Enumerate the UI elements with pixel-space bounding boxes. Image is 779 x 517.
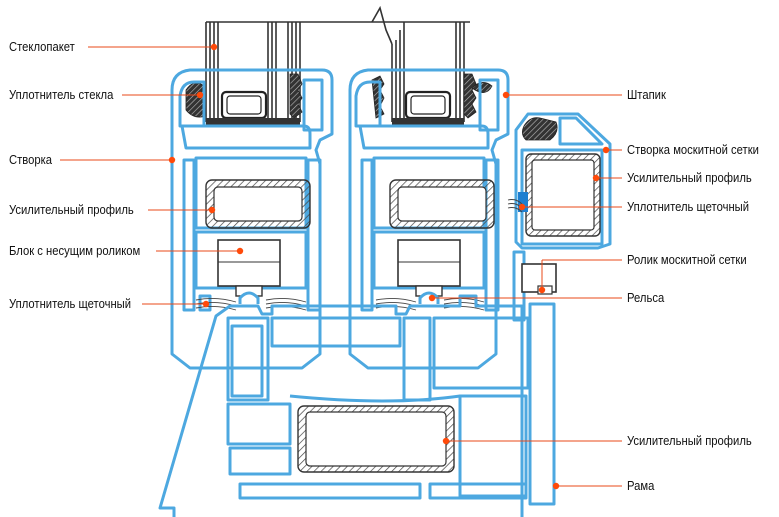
label-reinforcement-net: Усилительный профиль	[627, 171, 752, 185]
mosquito-net-seal	[522, 117, 558, 141]
frame	[158, 294, 556, 517]
label-frame: Рама	[627, 479, 655, 493]
label-shtapik: Штапик	[627, 88, 666, 102]
label-glass-seal: Уплотнитель стекла	[9, 88, 114, 102]
glass-seals	[185, 73, 493, 119]
brush-seal-net	[518, 192, 528, 212]
glass-unit-right	[371, 5, 470, 126]
leader-lines	[60, 46, 622, 487]
label-brush-seal-left: Уплотнитель щеточный	[9, 297, 132, 311]
label-roller-block: Блок с несущим роликом	[9, 244, 141, 258]
rails	[238, 291, 440, 304]
glass-unit-left	[205, 21, 372, 126]
label-brush-seal-right: Уплотнитель щеточный	[627, 200, 750, 214]
mosquito-net-sash	[512, 112, 612, 322]
leader-dots	[168, 43, 610, 490]
label-steklopaket: Стеклопакет	[9, 40, 75, 54]
label-sash: Створка	[9, 153, 53, 167]
label-net-sash: Створка москитной сетки	[627, 143, 759, 157]
roller-block-right	[397, 239, 461, 302]
reinforcement-profile-net	[525, 153, 601, 237]
label-reinforcement-frame: Усилительный профиль	[627, 434, 752, 448]
label-rail: Рельса	[627, 291, 665, 305]
reinforcement-profile-left	[205, 179, 311, 229]
reinforcement-profile-right-sash	[389, 179, 495, 229]
sash-right	[348, 68, 510, 370]
reinforcement-profile-frame	[297, 405, 455, 473]
label-net-roller: Ролик москитной сетки	[627, 253, 747, 267]
roller-block-left	[217, 239, 281, 302]
label-reinforcement-left: Усилительный профиль	[9, 203, 134, 217]
